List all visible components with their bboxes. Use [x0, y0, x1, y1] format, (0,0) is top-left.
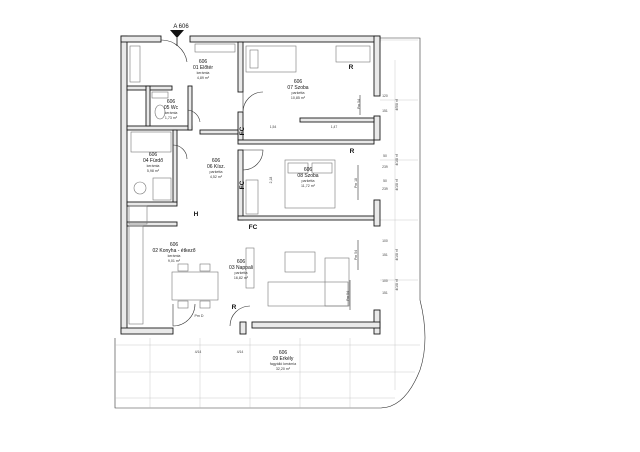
svg-text:kerámia: kerámia	[197, 71, 210, 75]
svg-text:50: 50	[383, 179, 387, 183]
svg-text:11,72 m²: 11,72 m²	[301, 184, 316, 188]
room-label-07: 606 07 Szoba parketta 10,85 m²	[287, 79, 308, 100]
svg-text:4/1/8 nf: 4/1/8 nf	[395, 154, 399, 165]
outer-walls	[120, 35, 381, 335]
h-marker: H	[194, 211, 199, 218]
interior-walls	[126, 41, 375, 227]
svg-text:100: 100	[382, 279, 388, 283]
r-marker: R	[349, 64, 354, 71]
svg-text:4,89 m²: 4,89 m²	[197, 76, 210, 80]
svg-text:606: 606	[237, 259, 246, 265]
r-marker: R	[350, 148, 355, 155]
svg-text:4/1/8 nf: 4/1/8 nf	[395, 249, 399, 260]
svg-text:151: 151	[382, 291, 388, 295]
balcony-outline	[114, 37, 426, 409]
fc-marker: FC	[249, 224, 258, 231]
svg-text:05 Wc: 05 Wc	[164, 105, 179, 111]
svg-text:606: 606	[167, 99, 176, 105]
svg-text:4,52 m²: 4,52 m²	[210, 175, 223, 179]
svg-text:606: 606	[199, 59, 208, 65]
room-label-02: 606 02 Konyha - étkező kerámia 9,01 m²	[152, 242, 195, 263]
room-label-06: 606 06 Kísz. parketta 4,52 m²	[207, 158, 225, 179]
svg-text:50: 50	[383, 154, 387, 158]
svg-text:04 Fürdő: 04 Fürdő	[143, 158, 163, 164]
room-label-01: 606 01 Előtér kerámia 4,89 m²	[193, 59, 213, 80]
apartment-marker-label: A 606	[173, 24, 189, 30]
svg-text:06 Kísz.: 06 Kísz.	[207, 164, 225, 170]
svg-text:01 Előtér: 01 Előtér	[193, 65, 213, 71]
svg-text:09 Erkély: 09 Erkély	[273, 356, 294, 362]
svg-text:1,47: 1,47	[331, 125, 338, 129]
svg-text:4/14: 4/14	[195, 350, 202, 354]
svg-text:fagyálló kerámia: fagyálló kerámia	[270, 362, 296, 366]
svg-text:Pm 54: Pm 54	[346, 291, 350, 301]
svg-text:4/5/8 nf: 4/5/8 nf	[395, 99, 399, 110]
doors	[160, 39, 264, 327]
svg-text:120: 120	[382, 94, 388, 98]
svg-text:07 Szoba: 07 Szoba	[287, 85, 308, 91]
svg-text:kerámia: kerámia	[165, 111, 178, 115]
svg-text:10,85 m²: 10,85 m²	[291, 96, 306, 100]
svg-text:08 Szoba: 08 Szoba	[297, 173, 318, 179]
svg-text:32,20 m²: 32,20 m²	[276, 367, 291, 371]
svg-text:1,73 m²: 1,73 m²	[165, 116, 178, 120]
svg-text:4/1/8 nf: 4/1/8 nf	[395, 279, 399, 290]
entrance-marker: A 606	[170, 24, 189, 46]
svg-text:1,54: 1,54	[270, 125, 277, 129]
railing-marks	[349, 95, 361, 310]
svg-text:Pm 54: Pm 54	[354, 250, 358, 260]
svg-text:Pm 54: Pm 54	[357, 99, 361, 109]
svg-text:parketta: parketta	[210, 170, 223, 174]
svg-text:606: 606	[212, 158, 221, 164]
pm-marker: Pm D	[195, 314, 204, 318]
svg-text:parketta: parketta	[235, 271, 248, 275]
svg-text:5,98 m²: 5,98 m²	[147, 169, 160, 173]
r-marker: R	[232, 304, 237, 311]
svg-text:606: 606	[294, 79, 303, 85]
room-label-05: 606 05 Wc kerámia 1,73 m²	[164, 99, 179, 120]
svg-text:606: 606	[149, 152, 158, 158]
room-label-08: 606 08 Szoba parketta 11,72 m²	[297, 167, 318, 188]
svg-text:parketta: parketta	[302, 179, 315, 183]
furniture	[128, 43, 371, 325]
svg-text:9,01 m²: 9,01 m²	[168, 259, 181, 263]
svg-text:239: 239	[382, 165, 388, 169]
room-label-09: 606 09 Erkély fagyálló kerámia 32,20 m²	[270, 350, 296, 371]
dimension-annotations: 120 151 50 239 50 239 100 151 100 151 1,…	[195, 94, 399, 354]
fc-marker: FC	[239, 180, 246, 189]
svg-text:606: 606	[279, 350, 288, 356]
fc-marker: FC	[239, 126, 246, 135]
svg-text:151: 151	[382, 109, 388, 113]
svg-text:parketta: parketta	[292, 91, 305, 95]
room-label-04: 606 04 Fürdő kerámia 5,98 m²	[143, 152, 163, 173]
room-label-03: 606 03 Nappali parketta 16,82 m²	[229, 259, 253, 280]
svg-text:239: 239	[382, 187, 388, 191]
svg-text:02 Konyha - étkező: 02 Konyha - étkező	[152, 248, 195, 254]
svg-text:16,82 m²: 16,82 m²	[234, 276, 249, 280]
svg-text:kerámia: kerámia	[168, 254, 181, 258]
svg-text:Pm 18: Pm 18	[354, 178, 358, 188]
svg-text:151: 151	[382, 253, 388, 257]
svg-text:100: 100	[382, 239, 388, 243]
svg-text:03 Nappali: 03 Nappali	[229, 265, 253, 271]
svg-text:4/14: 4/14	[237, 350, 244, 354]
svg-text:606: 606	[304, 167, 313, 173]
svg-text:606: 606	[170, 242, 179, 248]
svg-text:2,18: 2,18	[269, 177, 273, 184]
svg-text:kerámia: kerámia	[147, 164, 160, 168]
svg-text:4/1/8 nf: 4/1/8 nf	[395, 179, 399, 190]
balcony-tile-grid	[115, 60, 420, 408]
